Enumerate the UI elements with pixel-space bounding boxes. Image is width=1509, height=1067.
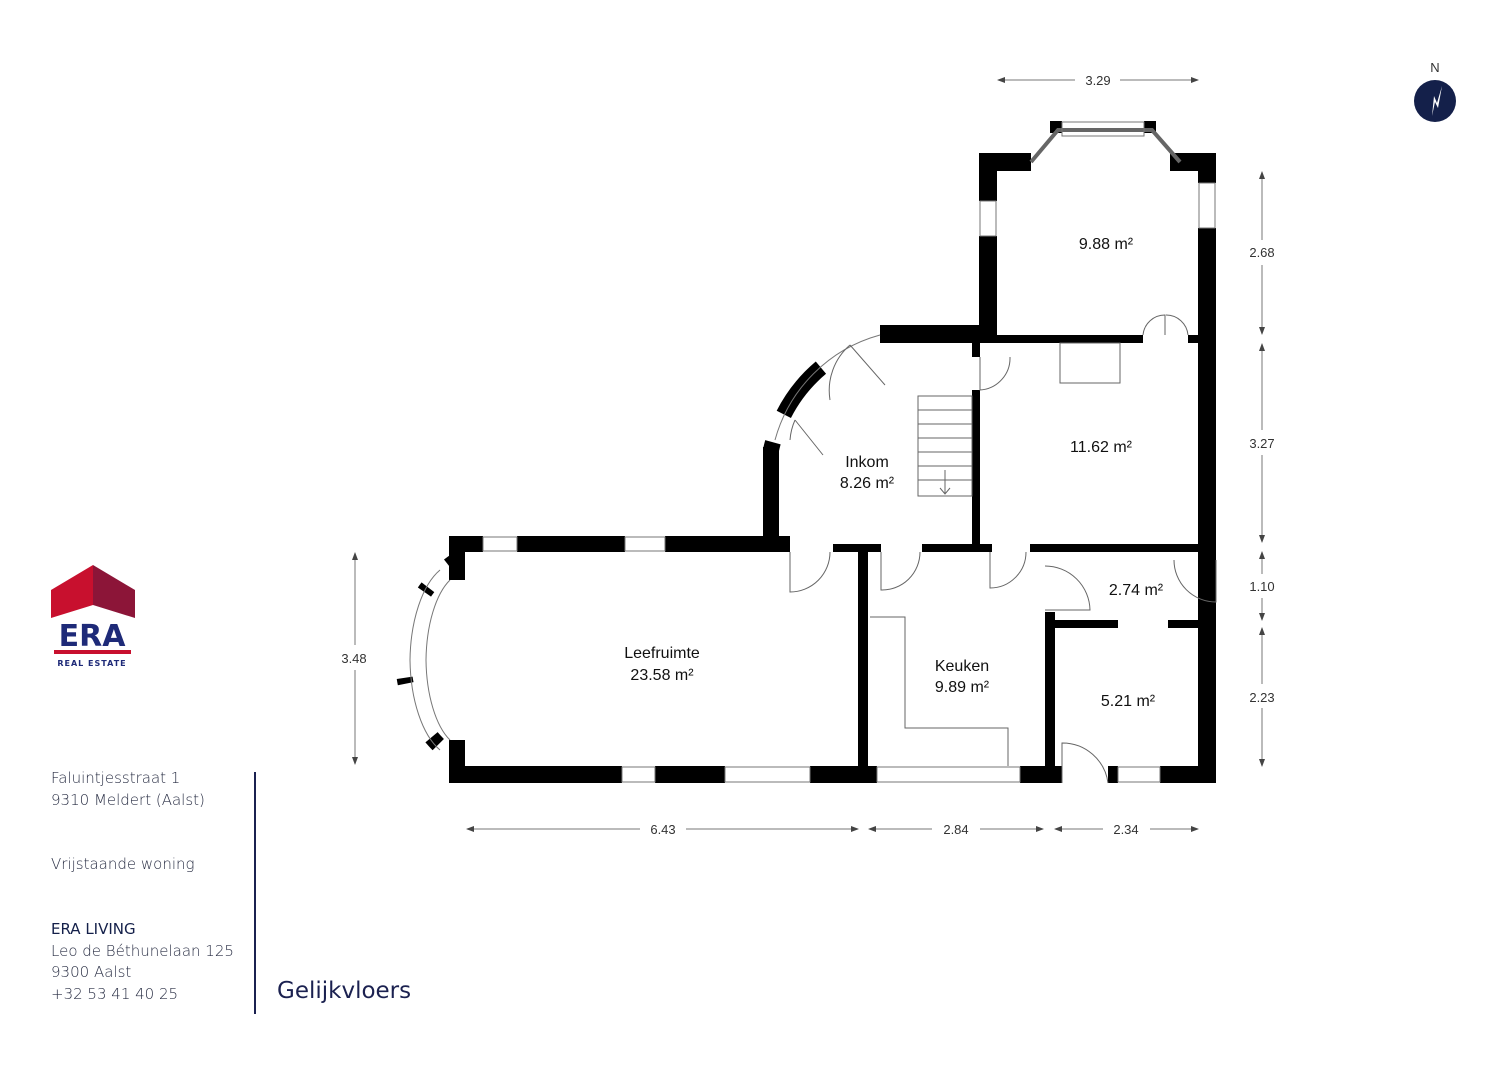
room-name: Keuken <box>935 658 989 675</box>
dim-left: 3.48 <box>341 651 366 666</box>
dim-right-2: 3.27 <box>1249 436 1274 451</box>
logo-text: ERA <box>59 619 127 654</box>
curved-walls <box>395 128 1182 767</box>
dimension-labels: 3.29 2.68 3.27 1.10 2.23 3.48 6.43 2.84 … <box>341 73 1274 837</box>
dim-bottom-3: 2.34 <box>1113 822 1138 837</box>
dim-bottom-2: 2.84 <box>943 822 968 837</box>
room-area: 9.88 m² <box>1079 236 1134 253</box>
compass-north-label: N <box>1430 60 1439 75</box>
dim-bottom-1: 6.43 <box>650 822 675 837</box>
property-type-text: Vrijstaande woning <box>51 855 195 873</box>
doors <box>789 314 1217 784</box>
walls <box>449 121 1216 783</box>
room-labels: 9.88 m² 11.62 m² Inkom 8.26 m² 2.74 m² L… <box>624 236 1164 710</box>
address-line-1: Faluintjesstraat 1 <box>51 769 181 787</box>
room-area: 11.62 m² <box>1070 439 1133 456</box>
agency-city: 9300 Aalst <box>51 963 132 981</box>
address-block: Faluintjesstraat 1 9310 Meldert (Aalst) <box>51 768 205 811</box>
floor-title: Gelijkvloers <box>277 978 412 1004</box>
agency-block: ERA LIVING Leo de Béthunelaan 125 9300 A… <box>51 919 234 1005</box>
room-name: Inkom <box>845 454 889 471</box>
era-logo: ERA REAL ESTATE <box>51 565 135 668</box>
stairs <box>917 395 973 497</box>
logo-subtext: REAL ESTATE <box>57 659 126 668</box>
windows <box>409 121 1216 783</box>
address-line-2: 9310 Meldert (Aalst) <box>51 790 205 809</box>
compass: N <box>1414 60 1456 122</box>
dimension-lines <box>352 77 1265 832</box>
dim-right-4: 2.23 <box>1249 690 1274 705</box>
dim-right-3: 1.10 <box>1249 579 1274 594</box>
dim-right-1: 2.68 <box>1249 245 1274 260</box>
room-name: Leefruimte <box>624 645 700 662</box>
agency-street: Leo de Béthunelaan 125 <box>51 941 234 960</box>
divider <box>254 772 256 1014</box>
room-area: 2.74 m² <box>1109 582 1164 599</box>
room-area: 9.89 m² <box>935 679 990 696</box>
room-area: 23.58 m² <box>630 667 694 684</box>
dim-top: 3.29 <box>1085 73 1110 88</box>
agency-phone: +32 53 41 40 25 <box>51 984 179 1003</box>
property-type: Vrijstaande woning <box>51 854 195 876</box>
room-area: 8.26 m² <box>840 475 895 492</box>
room-area: 5.21 m² <box>1101 693 1156 710</box>
agency-name: ERA LIVING <box>51 920 136 938</box>
